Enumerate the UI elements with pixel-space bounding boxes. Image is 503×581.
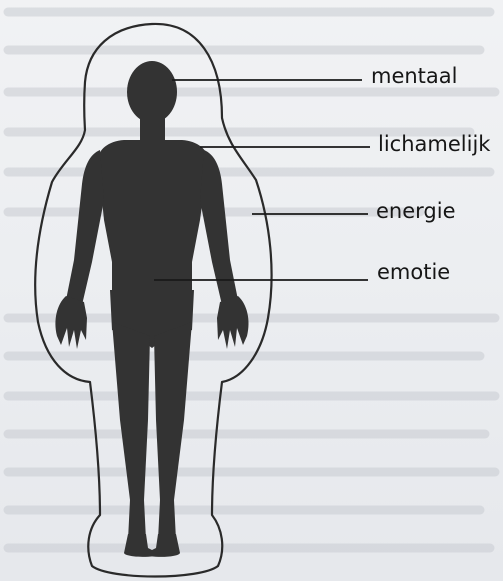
label-emotie: emotie (377, 262, 450, 283)
label-mentaal: mentaal (371, 66, 458, 87)
label-energie: energie (376, 201, 456, 222)
label-lichamelijk: lichamelijk (378, 134, 490, 155)
